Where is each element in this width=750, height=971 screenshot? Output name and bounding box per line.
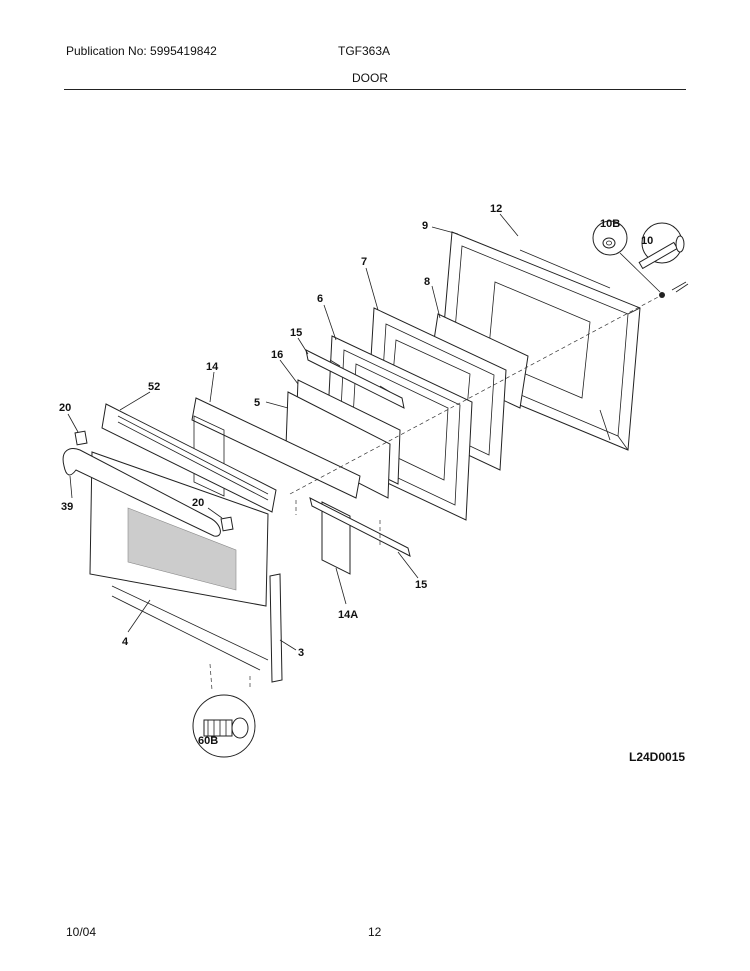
end-cap-20-right (220, 516, 234, 532)
screw-60b (192, 694, 256, 758)
callout-9: 9 (422, 220, 428, 232)
handle-39 (62, 448, 221, 537)
glass-5 (285, 391, 391, 499)
washer-10b (592, 220, 628, 256)
callout-14: 14 (206, 361, 219, 373)
callout-7: 7 (361, 256, 367, 268)
screw-10 (638, 222, 685, 270)
handle-trim-52 (101, 403, 277, 513)
callout-20-left: 20 (59, 402, 71, 414)
page-number: 12 (368, 925, 382, 939)
window-pattern (127, 507, 237, 591)
section-title: DOOR (352, 71, 388, 85)
model-number: TGF363A (338, 44, 391, 58)
callout-4: 4 (122, 636, 129, 648)
callout-52: 52 (148, 381, 160, 393)
callout-16: 16 (271, 349, 283, 361)
drawing-code: L24D0015 (629, 750, 686, 764)
callout-8: 8 (424, 276, 430, 288)
side-trim-3 (269, 573, 283, 683)
callout-10: 10 (641, 235, 653, 247)
callout-12: 12 (490, 203, 502, 215)
callout-15-top: 15 (290, 327, 302, 339)
bracket-15-top (305, 349, 405, 409)
publication-number: Publication No: 5995419842 (66, 44, 217, 58)
callout-3: 3 (298, 647, 304, 659)
screw-tip-icon (659, 292, 665, 298)
callout-5: 5 (254, 397, 260, 409)
inner-door-frame (439, 231, 641, 451)
callout-20-right: 20 (192, 497, 204, 509)
callout-39: 39 (61, 501, 73, 513)
end-cap-20-left (74, 430, 88, 446)
callout-6: 6 (317, 293, 323, 305)
callout-10b: 10B (600, 218, 620, 230)
callout-60b: 60B (198, 735, 218, 747)
callout-15-bottom: 15 (415, 579, 427, 591)
callout-14a: 14A (338, 609, 358, 621)
bracket-15-bottom (309, 497, 411, 557)
footer-date: 10/04 (66, 925, 97, 939)
header-rule (64, 89, 686, 90)
